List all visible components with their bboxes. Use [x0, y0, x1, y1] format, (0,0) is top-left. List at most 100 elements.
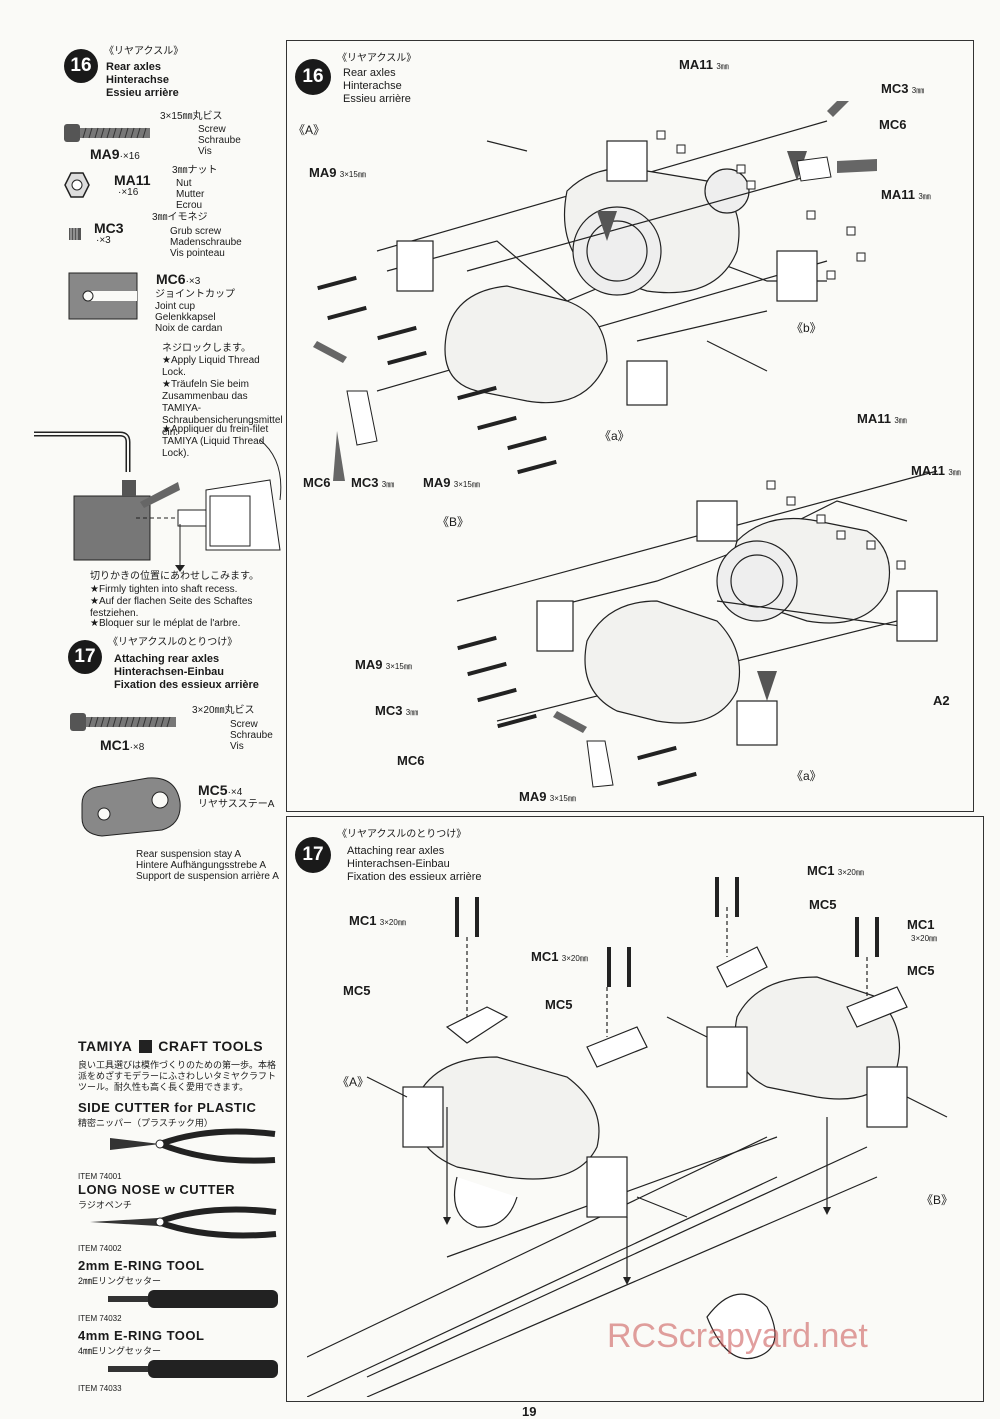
b-ma9-label-bottom: MA9 3×15㎜ — [519, 789, 576, 804]
mc6-label-top: MC6 — [879, 117, 907, 132]
step-number: 17 — [74, 646, 96, 667]
mc1-fr: Vis — [230, 741, 244, 752]
step-16-jp-title: 《リヤアクスル》 — [104, 46, 184, 57]
recess-note-en: ★Firmly tighten into shaft recess. — [90, 584, 238, 595]
step-17-jp-title: 《リヤアクスルのとりつけ》 — [108, 637, 238, 648]
ma11-spec-jp: 3㎜ナット — [172, 165, 218, 176]
panel-16-de-title: Hinterachse — [343, 80, 402, 92]
view-b-label: 《B》 — [437, 515, 470, 529]
mc5-jp: リヤサスステーA — [198, 799, 275, 810]
craft-tools-title: CRAFT TOOLS — [158, 1038, 264, 1054]
mc3-de: Madenschraube — [170, 237, 242, 248]
step-16-de-title: Hinterachse — [106, 74, 169, 86]
ma11-en: Nut — [176, 178, 192, 189]
tool-3-item: ITEM 74032 — [78, 1314, 122, 1323]
b-mark-label: 《b》 — [791, 321, 822, 335]
b-mc6-label: MC6 — [397, 753, 425, 768]
mc1-de: Schraube — [230, 730, 273, 741]
2mm-e-ring-tool-icon — [108, 1290, 278, 1308]
panel-17-jp-title: 《リヤアクスルのとりつけ》 — [337, 829, 467, 840]
hex-key-assembly-illustration — [34, 431, 282, 572]
lock-note-en: ★Apply Liquid Thread Lock. — [162, 355, 260, 378]
tamiya-logo: TAMIYA — [78, 1038, 133, 1054]
mc1-en: Screw — [230, 719, 258, 730]
ma9-label-bottom: MA9 3×15㎜ — [423, 475, 480, 490]
craft-tools-header: TAMIYA CRAFT TOOLS — [78, 1038, 263, 1056]
tool-3-name: 2mm E-RING TOOL — [78, 1258, 205, 1273]
step-17-badge: 17 — [68, 640, 102, 674]
mc5-en: Rear suspension stay A — [136, 849, 242, 860]
panel-16-badge: 16 — [295, 59, 331, 95]
b-ma9-label-left: MA9 3×15㎜ — [355, 657, 412, 672]
tool-2-item: ITEM 74002 — [78, 1244, 122, 1253]
mc1-label-c: MC1 — [907, 917, 935, 932]
ma9-de: Schraube — [198, 135, 241, 146]
ma11-label-top: MA11 3㎜ — [679, 57, 729, 72]
mc3-label-bottom: MC3 3㎜ — [351, 475, 395, 490]
craft-tools-intro: 良い工具選びは模作づくりのための第一歩。本格派をめざすモデラーにふさわしいタミヤ… — [78, 1060, 277, 1092]
page-number: 19 — [522, 1404, 537, 1419]
step-16-badge: 16 — [64, 49, 98, 83]
mc6-code: MC6·×3 — [156, 271, 201, 287]
mc1-label-d: MC1 3×20㎜ — [807, 863, 864, 878]
4mm-e-ring-tool-icon — [108, 1360, 278, 1378]
side-cutter-icon — [110, 1128, 276, 1164]
mc5-stay-icon — [81, 777, 181, 837]
rear-axle-assembly-a-illustration — [313, 101, 877, 481]
panel-17-badge: 17 — [295, 837, 331, 873]
mc3-spec-jp: 3㎜イモネジ — [152, 212, 208, 223]
panel-17-en-title: Attaching rear axles — [347, 845, 445, 857]
a-mark-label: 《a》 — [599, 429, 630, 443]
lock-note-de: ★Träufeln Sie beim Zusammenbau das TAMIY… — [162, 379, 283, 438]
mc5-fr: Support de suspension arrière A — [136, 871, 279, 882]
panel-16-jp-title: 《リヤアクスル》 — [337, 53, 417, 64]
mc6-de: Gelenkkapsel — [155, 312, 216, 323]
mc5-label-b: MC5 — [545, 997, 573, 1012]
chassis-rear-axle-mount-illustration — [307, 877, 948, 1397]
panel-17-de-title: Hinterachsen-Einbau — [347, 858, 450, 870]
step-number: 16 — [302, 66, 324, 87]
recess-note-de: ★Auf der flachen Seite des Schaftes fest… — [90, 596, 253, 619]
panel-16-fr-title: Essieu arrière — [343, 93, 411, 105]
mc5-code: MC5·×4 — [198, 782, 243, 798]
step-17-en-title: Attaching rear axles — [114, 653, 220, 665]
mc6-jp: ジョイントカップ — [155, 289, 235, 300]
b-a-mark-label: 《a》 — [791, 769, 822, 783]
ma11-code: MA11 — [114, 172, 151, 188]
tool-1-item: ITEM 74001 — [78, 1172, 122, 1181]
b-ma11-label-right: MA11 3㎜ — [911, 463, 961, 478]
panel-16-en-title: Rear axles — [343, 67, 396, 79]
tamiya-star-logo-icon — [138, 1040, 152, 1054]
step-16-panel: 16 《リヤアクスル》 Rear axles Hinterachse Essie… — [286, 40, 974, 812]
view-b-label-17: 《B》 — [921, 1193, 954, 1207]
view-a-label-17: 《A》 — [337, 1075, 370, 1089]
watermark: RCScrapyard.net — [607, 1317, 868, 1355]
ma9-en: Screw — [198, 124, 226, 135]
tool-3-jp: 2㎜Eリングセッター — [78, 1276, 162, 1286]
mc1-label-c-mm: 3×20㎜ — [911, 934, 938, 943]
mc1-code: MC1·×8 — [100, 737, 145, 753]
step-number: 16 — [70, 55, 92, 76]
mc5-de: Hintere Aufhängungsstrebe A — [136, 860, 267, 871]
b-ma11-label-top: MA11 3㎜ — [857, 411, 907, 426]
tool-2-jp: ラジオペンチ — [78, 1200, 132, 1210]
ma11-de: Mutter — [176, 189, 205, 200]
step-number: 17 — [302, 844, 324, 865]
tool-1-name: SIDE CUTTER for PLASTIC — [78, 1100, 257, 1115]
a2-label: A2 — [933, 693, 950, 708]
tool-1-jp: 精密ニッパー（プラスチック用） — [78, 1118, 213, 1128]
b-mc3-label: MC3 3㎜ — [375, 703, 419, 718]
ma11-fr: Ecrou — [176, 200, 203, 211]
mc3-label-top: MC3 3㎜ — [881, 81, 925, 96]
mc3-en: Grub screw — [170, 226, 222, 237]
tool-4-name: 4mm E-RING TOOL — [78, 1328, 205, 1343]
mc5-label-d: MC5 — [809, 897, 837, 912]
mc6-joint-cup-icon — [68, 272, 138, 320]
tool-2-name: LONG NOSE w CUTTER — [78, 1182, 236, 1197]
ma9-screw-icon — [64, 124, 150, 142]
mc1-label-b: MC1 3×20㎜ — [531, 949, 588, 964]
ma11-qty: ·×16 — [118, 187, 139, 198]
recess-note-fr: ★Bloquer sur le méplat de l'arbre. — [90, 618, 241, 629]
view-a-label: 《A》 — [293, 123, 326, 137]
ma9-code: MA9·×16 — [90, 146, 140, 162]
